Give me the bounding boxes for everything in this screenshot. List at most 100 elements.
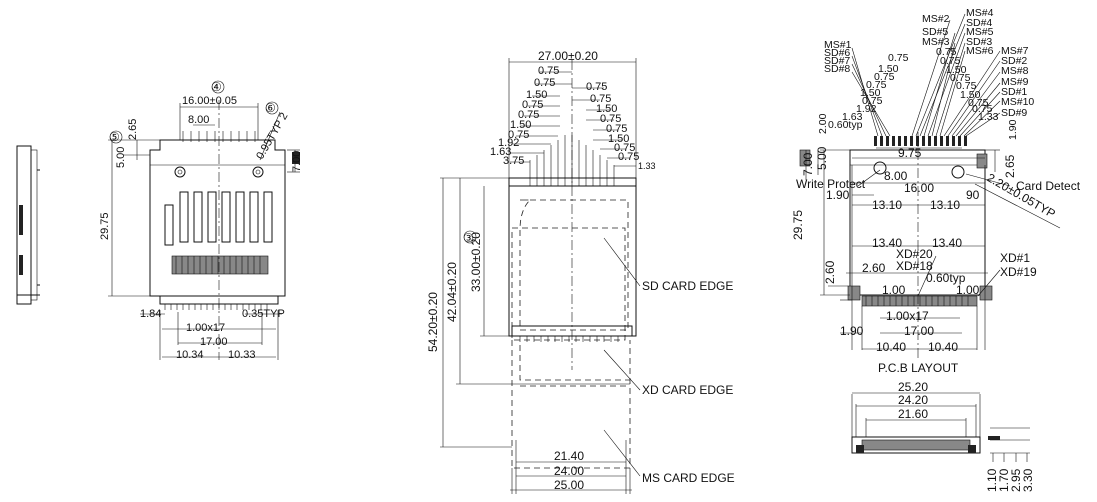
dim-90: 90 bbox=[966, 188, 980, 202]
dim-17-00-r: 17.00 bbox=[904, 324, 934, 338]
label-sd9: SD#9 bbox=[1001, 107, 1027, 119]
dim-13-40-a: 13.40 bbox=[872, 236, 902, 250]
middle-view-labels: 27.00±0.20 0.75 0.75 1.50 0.75 0.75 1.50… bbox=[426, 49, 735, 492]
label-ms4: MS#4 bbox=[966, 7, 994, 19]
pitch-left-2: 0.75 bbox=[874, 71, 895, 83]
dim-1-84: 1.84 bbox=[140, 308, 161, 320]
label-sd1: SD#1 bbox=[1001, 86, 1027, 98]
dim-1-70: 1.70 bbox=[997, 468, 1011, 492]
sd-card-edge: SD CARD EDGE bbox=[642, 279, 733, 293]
dim-5-00: 5.00 bbox=[115, 147, 127, 168]
left-top-view bbox=[108, 80, 300, 360]
dim-10-40-b: 10.40 bbox=[928, 340, 958, 354]
pitch-left-3: 0.75 bbox=[866, 79, 887, 91]
label-ms10: MS#10 bbox=[1001, 96, 1034, 108]
label-xd19: XD#19 bbox=[1000, 265, 1037, 279]
front-view-labels: 25.20 24.20 21.60 1.10 1.70 2.95 3.30 bbox=[898, 380, 1035, 492]
circled-6: ⑥ bbox=[265, 101, 276, 115]
dim-9-75: 9.75 bbox=[898, 146, 922, 160]
pcb-layout-title: P.C.B LAYOUT bbox=[878, 361, 959, 375]
pitch-right-2: 1.50 bbox=[946, 64, 967, 76]
pin-left-1: 0.75 bbox=[534, 77, 555, 89]
dim-33-00: 33.00±0.20 bbox=[469, 232, 483, 292]
circled-5: ⑤ bbox=[109, 130, 120, 144]
dim-2-65: 2.65 bbox=[127, 119, 139, 140]
dim-16: 16.00±0.05 bbox=[182, 95, 237, 107]
pin-right-4: 0.75 bbox=[606, 123, 627, 135]
dim-17: 17.00 bbox=[200, 336, 228, 348]
label-ms6: MS#6 bbox=[966, 45, 994, 57]
dim-5-00-r: 5.00 bbox=[815, 146, 829, 170]
pin-left-6: 0.75 bbox=[508, 129, 529, 141]
dim-1-90-wp: 1.90 bbox=[826, 188, 850, 202]
pin-left-3: 0.75 bbox=[522, 99, 543, 111]
label-ms7: MS#7 bbox=[1001, 45, 1029, 57]
card-detect-label: Card Detect bbox=[1016, 179, 1081, 193]
label-ms1: MS#1 bbox=[824, 39, 852, 51]
pitch-left-4: 1.50 bbox=[860, 87, 881, 99]
pitch-right-3: 0.75 bbox=[950, 72, 971, 84]
dim-1-90-bottom: 1.90 bbox=[840, 324, 864, 338]
label-sd4: SD#4 bbox=[966, 17, 992, 29]
label-sd2: SD#2 bbox=[1001, 55, 1027, 67]
pitch-left-1: 1.50 bbox=[878, 63, 899, 75]
dim-0-60typ: 0.60typ bbox=[828, 119, 863, 131]
pcb-layout-view bbox=[799, 13, 1061, 360]
dim-2-65-r: 2.65 bbox=[1003, 154, 1017, 178]
dim-8-00-r: 8.00 bbox=[884, 169, 908, 183]
label-ms5: MS#5 bbox=[966, 26, 994, 38]
dim-pitch: 1.00x17 bbox=[186, 322, 225, 334]
dim-24-20: 24.20 bbox=[898, 393, 928, 407]
label-sd8: SD#8 bbox=[824, 63, 850, 75]
circled-3: ③ bbox=[463, 231, 474, 245]
label-ms8: MS#8 bbox=[1001, 65, 1029, 77]
dim-13-40-b: 13.40 bbox=[932, 236, 962, 250]
pitch-left-0: 0.75 bbox=[888, 52, 909, 64]
dim-7-00-r: 7.00 bbox=[801, 152, 815, 176]
pitch-left-7: 1.63 bbox=[842, 111, 863, 123]
label-sd5: SD#5 bbox=[922, 26, 948, 38]
pin-left-2: 1.50 bbox=[526, 89, 547, 101]
dim-2-60-a: 2.60 bbox=[823, 260, 837, 284]
dim-2-00: 2.00 bbox=[817, 113, 829, 134]
pin-right-5: 1.50 bbox=[608, 133, 629, 145]
xd-card-edge: XD CARD EDGE bbox=[642, 383, 733, 397]
dim-16-00-r: 16.00 bbox=[904, 181, 934, 195]
side-view-left bbox=[16, 145, 40, 305]
dim-42-04: 42.04±0.20 bbox=[445, 262, 459, 322]
label-sd7: SD#7 bbox=[824, 55, 850, 67]
dim-10-33: 10.33 bbox=[228, 349, 256, 361]
pin-right-7: 0.75 bbox=[618, 151, 639, 163]
dim-1-00-b: 1.00 bbox=[956, 283, 980, 297]
dim-29-75: 29.75 bbox=[99, 212, 111, 240]
dim-2-60-b: 2.60 bbox=[862, 261, 886, 275]
label-xd18: XD#18 bbox=[896, 259, 933, 273]
dim-1-10: 1.10 bbox=[985, 468, 999, 492]
label-ms9: MS#9 bbox=[1001, 76, 1029, 88]
pin-left-8: 1.63 bbox=[490, 146, 511, 158]
pin-left-9: 3.75 bbox=[503, 155, 524, 167]
dim-29-75-r: 29.75 bbox=[791, 210, 805, 240]
pitch-right-1: 0.75 bbox=[940, 55, 961, 67]
pitch-right-7: 0.75 bbox=[972, 103, 993, 115]
pin-left-4: 0.75 bbox=[518, 109, 539, 121]
dim-13-10-a: 13.10 bbox=[872, 198, 902, 212]
pitch-left-5: 0.75 bbox=[862, 95, 883, 107]
pin-right-2: 1.50 bbox=[596, 103, 617, 115]
pin-right-0: 0.75 bbox=[586, 81, 607, 93]
label-sd6: SD#6 bbox=[824, 47, 850, 59]
label-xd1: XD#1 bbox=[1000, 251, 1030, 265]
dim-2-95: 2.95 bbox=[1009, 468, 1023, 492]
pin-right-1: 0.75 bbox=[590, 93, 611, 105]
dim-10-40-a: 10.40 bbox=[876, 340, 906, 354]
dim-10-34: 10.34 bbox=[176, 349, 204, 361]
dim-7-00: 7.00 bbox=[291, 151, 303, 172]
pitch-right-0: 0.75 bbox=[936, 46, 957, 58]
pin-left-0: 0.75 bbox=[538, 65, 559, 77]
pin-left-7: 1.92 bbox=[498, 137, 519, 149]
pin-left-5: 1.50 bbox=[510, 119, 531, 131]
ms-card-edge: MS CARD EDGE bbox=[642, 471, 735, 485]
pitch-right-8: 1.33 bbox=[978, 111, 999, 123]
dim-3-30: 3.30 bbox=[1021, 468, 1035, 492]
label-ms3: MS#3 bbox=[922, 36, 950, 48]
